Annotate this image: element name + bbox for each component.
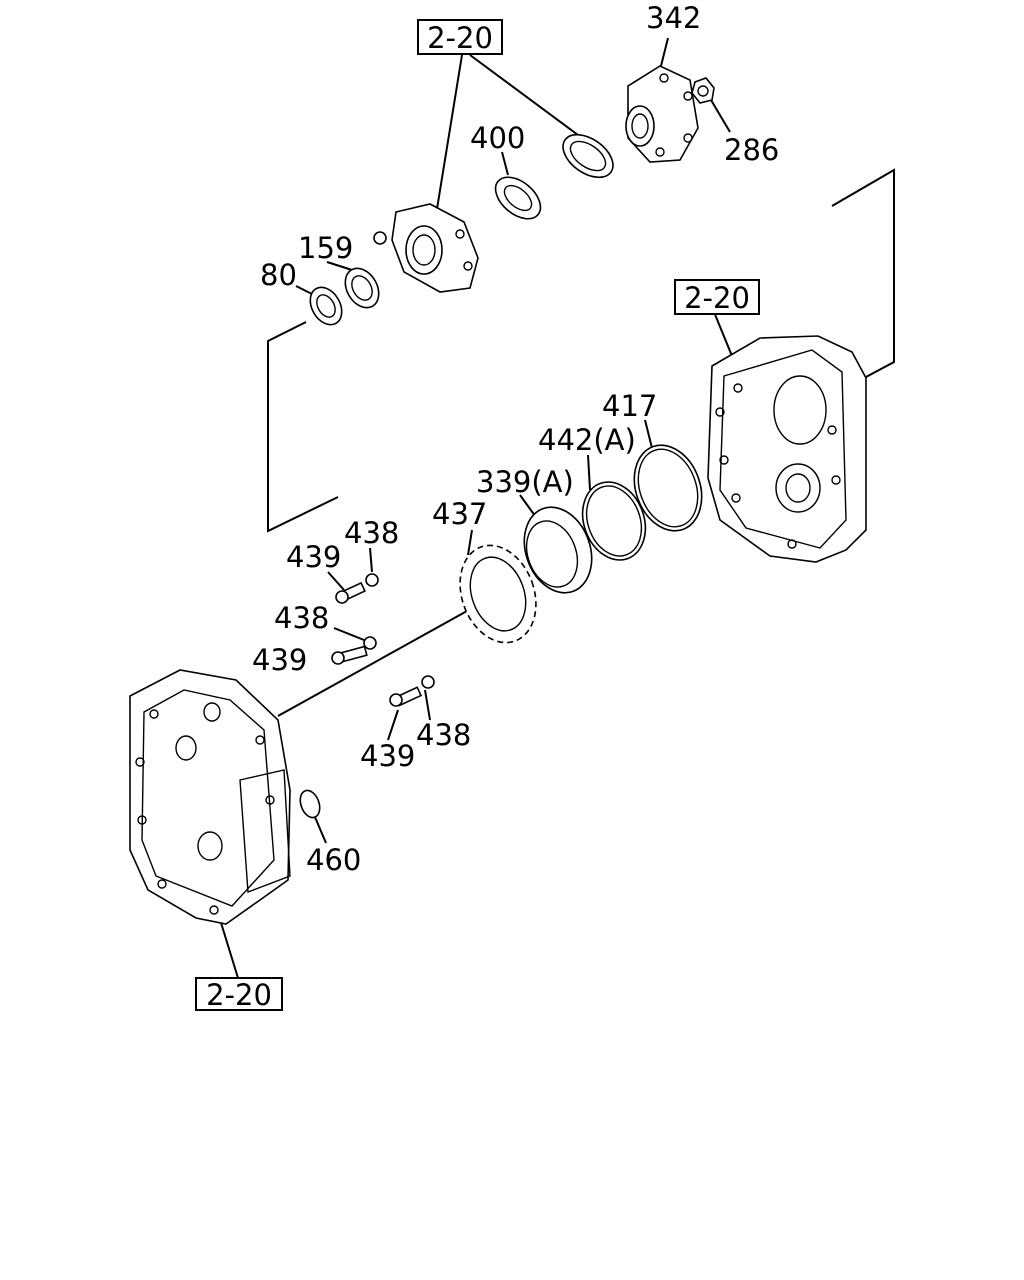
rotor-437: [459, 544, 537, 644]
label-439-c: 439: [360, 739, 415, 773]
part-labels: 342 286 400 159 80 417 442(A) 339(A) 437…: [252, 1, 779, 877]
label-438-b: 438: [274, 601, 329, 635]
ref-box-top[interactable]: 2-20: [417, 19, 503, 55]
ref-label-right: 2-20: [684, 281, 750, 315]
bolt-washer-set: [331, 573, 435, 707]
gear-ring-339A: [523, 506, 593, 594]
label-417: 417: [602, 389, 657, 423]
label-438-c: 438: [416, 718, 471, 752]
seal-ring-upper: [562, 133, 614, 179]
label-442A: 442(A): [538, 423, 636, 457]
nut-286: [691, 77, 715, 104]
snap-ring-417: [633, 444, 703, 532]
lock-nut-159: [344, 267, 380, 309]
oil-seal-80: [309, 286, 343, 326]
bearing-housing: [373, 203, 479, 293]
label-342: 342: [646, 1, 701, 35]
label-437: 437: [432, 497, 487, 531]
bearing-400: [494, 176, 542, 220]
snap-ring-460: [299, 789, 321, 819]
ref-box-bottom[interactable]: 2-20: [195, 977, 283, 1012]
transfer-case-right: [707, 335, 867, 563]
label-460: 460: [306, 843, 361, 877]
ring-442A: [581, 481, 647, 561]
transfer-case-left: [129, 669, 291, 925]
ref-box-right[interactable]: 2-20: [674, 279, 760, 315]
flange-342: [625, 65, 699, 163]
ref-label-top: 2-20: [427, 21, 493, 55]
ref-label-bottom: 2-20: [206, 978, 272, 1012]
label-286: 286: [724, 133, 779, 167]
label-80: 80: [260, 258, 297, 292]
label-439-b: 439: [252, 643, 307, 677]
label-339A: 339(A): [476, 465, 574, 499]
label-159: 159: [298, 231, 353, 265]
label-439-a: 439: [286, 540, 341, 574]
label-438-a: 438: [344, 516, 399, 550]
label-400: 400: [470, 121, 525, 155]
